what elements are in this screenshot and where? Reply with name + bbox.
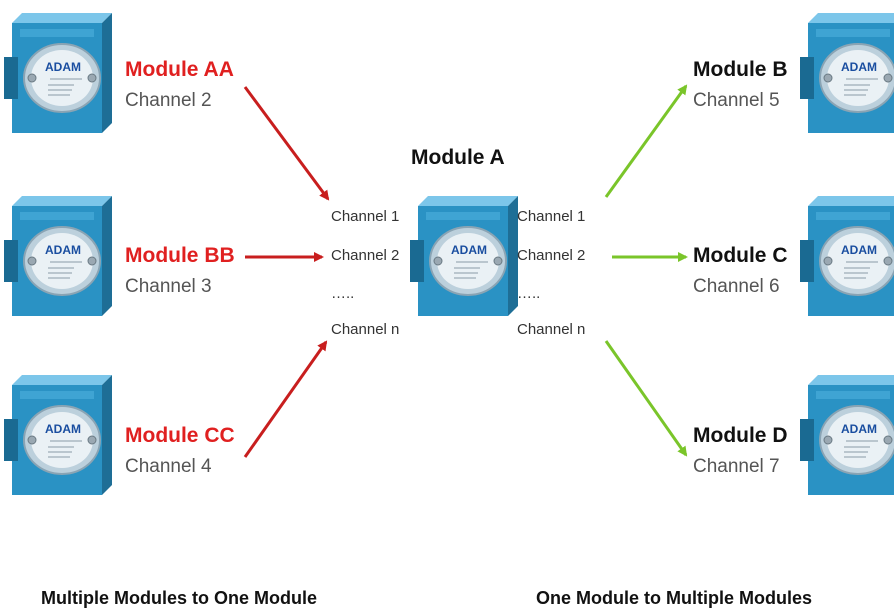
module-cc-label: Module CC [125, 424, 235, 447]
module-a-right-ellipsis: ….. [517, 285, 541, 302]
arrow-cc-to-a [243, 340, 328, 458]
arrow-aa-to-a [243, 86, 330, 201]
module-a-right-channel-2: Channel 2 [517, 247, 586, 264]
module-a-left-channel-1: Channel 1 [331, 208, 400, 225]
module-cc-channel: Channel 4 [125, 456, 212, 477]
arrow-a-to-d [604, 340, 688, 457]
module-a-right-channel-n: Channel n [517, 321, 586, 338]
module-b-label: Module B [693, 58, 788, 81]
module-aa-label: Module AA [125, 58, 234, 81]
module-c-channel: Channel 6 [693, 276, 780, 297]
arrow-a-to-b [604, 84, 688, 198]
caption-left: Multiple Modules to One Module [41, 588, 317, 608]
module-d-label: Module D [693, 424, 788, 447]
module-a-right-channel-1: Channel 1 [517, 208, 586, 225]
module-c-label: Module C [693, 244, 788, 267]
caption-right: One Module to Multiple Modules [536, 588, 812, 608]
module-d-channel: Channel 7 [693, 456, 780, 477]
module-aa-channel: Channel 2 [125, 90, 212, 111]
module-bb-channel: Channel 3 [125, 276, 212, 297]
module-a-label: Module A [411, 146, 505, 169]
module-a-left-channel-n: Channel n [331, 321, 400, 338]
module-b-channel: Channel 5 [693, 90, 780, 111]
module-a-left-ellipsis: ….. [331, 285, 355, 302]
module-a-left-channel-2: Channel 2 [331, 247, 400, 264]
module-bb-label: Module BB [125, 244, 235, 267]
